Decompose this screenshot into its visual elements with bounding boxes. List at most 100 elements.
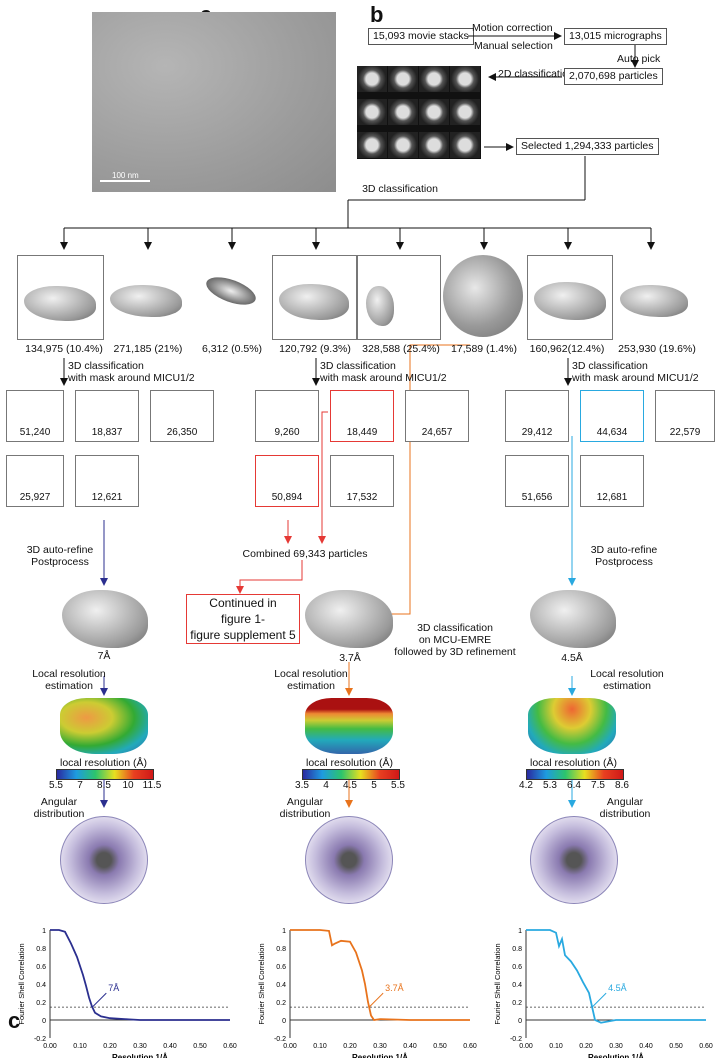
sub-class-right-5: 12,681 <box>580 455 644 507</box>
class-map-1 <box>17 255 104 340</box>
local-res-map-right <box>528 698 616 754</box>
angular-sphere-right <box>530 816 618 904</box>
y-tick-label: 0 <box>282 1018 286 1025</box>
x-tick-label: 0.10 <box>73 1043 87 1050</box>
y-tick-label: 0.6 <box>276 964 286 971</box>
continued-box: Continued in figure 1- figure supplement… <box>186 594 300 644</box>
class-map-7 <box>527 255 613 340</box>
class-map-2 <box>110 285 182 317</box>
angular-left-2: distribution <box>33 808 85 820</box>
local-res-mid-1: Local resolution <box>274 668 348 680</box>
y-axis-label: Fourier Shell Correlation <box>493 943 502 1024</box>
y-tick-label: -0.2 <box>510 1036 522 1043</box>
mcu-emre-text-3: followed by 3D refinement <box>394 646 516 658</box>
mask-text-left-2: with mask around MICU1/2 <box>68 372 195 384</box>
sub-class-mid-5: 17,532 <box>330 455 394 507</box>
y-tick-label: 0.6 <box>512 964 522 971</box>
x-tick-label: 0.30 <box>373 1043 387 1050</box>
resolution-annotation: 7Å <box>108 983 119 993</box>
x-tick-label: 0.00 <box>43 1043 57 1050</box>
x-tick-label: 0.30 <box>133 1043 147 1050</box>
y-axis-label: Fourier Shell Correlation <box>257 943 266 1024</box>
auto-pick-label: Auto pick <box>617 53 661 65</box>
y-tick-label: 1 <box>518 928 522 935</box>
cbar-title-mid: local resolution (Å) <box>306 757 393 769</box>
x-tick-label: 0.60 <box>699 1043 713 1050</box>
x-tick-label: 0.60 <box>223 1043 237 1050</box>
micrograph-image: 100 nm <box>92 12 336 192</box>
x-tick-label: 0.40 <box>403 1043 417 1050</box>
x-tick-label: 0.00 <box>519 1043 533 1050</box>
sub-class-mid-3: 24,657 <box>405 390 469 442</box>
particles-box: 2,070,698 particles <box>564 68 663 85</box>
sub-class-left-4: 25,927 <box>6 455 64 507</box>
local-res-right-1: Local resolution <box>590 668 664 680</box>
local-res-left-1: Local resolution <box>32 668 106 680</box>
panel-label-b: b <box>370 2 384 27</box>
class-label-1: 134,975 (10.4%) <box>25 343 103 355</box>
x-axis-label: Resolution 1/Å <box>588 1053 644 1058</box>
x-tick-label: 0.50 <box>193 1043 207 1050</box>
x-tick-label: 0.20 <box>103 1043 117 1050</box>
res-label-right: 4.5Å <box>561 652 583 664</box>
x-tick-label: 0.10 <box>549 1043 563 1050</box>
y-tick-label: 0.2 <box>276 1000 286 1007</box>
cbar-right <box>526 769 624 780</box>
mask-text-mid-1: 3D classification <box>320 360 396 372</box>
x-tick-label: 0.60 <box>463 1043 477 1050</box>
micrographs-box: 13,015 micrographs <box>564 28 667 45</box>
class-map-4 <box>272 255 357 340</box>
motion-correction-label: Motion correction <box>472 22 553 34</box>
y-tick-label: 0.2 <box>36 1000 46 1007</box>
y-tick-label: -0.2 <box>274 1036 286 1043</box>
y-tick-label: 0.2 <box>512 1000 522 1007</box>
sub-class-mid-1: 9,260 <box>255 390 319 442</box>
refine-label-right-1: 3D auto-refine <box>590 544 658 556</box>
2d-class-averages <box>357 66 481 159</box>
class-label-6: 17,589 (1.4%) <box>451 343 517 355</box>
y-tick-label: 1 <box>282 928 286 935</box>
y-tick-label: 0.8 <box>276 946 286 953</box>
sub-class-left-3: 26,350 <box>150 390 214 442</box>
mask-text-left-1: 3D classification <box>68 360 144 372</box>
local-res-mid-2: estimation <box>287 680 335 692</box>
annotation-pointer <box>91 992 107 1008</box>
cbar-title-right: local resolution (Å) <box>530 757 617 769</box>
final-map-right <box>530 590 616 648</box>
x-tick-label: 0.00 <box>283 1043 297 1050</box>
sub-class-right-4: 51,656 <box>505 455 569 507</box>
angular-mid-2: distribution <box>279 808 331 820</box>
scale-bar <box>100 180 150 182</box>
final-map-left <box>62 590 148 648</box>
class-label-4: 120,792 (9.3%) <box>279 343 351 355</box>
y-tick-label: 0.8 <box>36 946 46 953</box>
selected-particles-box: Selected 1,294,333 particles <box>516 138 659 155</box>
angular-sphere-left <box>60 816 148 904</box>
class-label-5: 328,588 (25.4%) <box>362 343 440 355</box>
class-label-7: 160,962(12.4%) <box>529 343 605 355</box>
sub-class-right-2: 44,634 <box>580 390 644 442</box>
class-label-8: 253,930 (19.6%) <box>618 343 696 355</box>
x-tick-label: 0.50 <box>433 1043 447 1050</box>
manual-selection-label: Manual selection <box>474 40 553 52</box>
class-map-6 <box>443 255 523 337</box>
class-map-5 <box>357 255 441 340</box>
panel-label-c: c <box>8 1008 21 1033</box>
annotation-pointer <box>368 992 384 1008</box>
x-tick-label: 0.40 <box>639 1043 653 1050</box>
mask-text-right-2: with mask around MICU1/2 <box>572 372 699 384</box>
annotation-pointer <box>591 992 607 1008</box>
final-map-mid <box>305 590 393 648</box>
y-tick-label: 0.4 <box>512 982 522 989</box>
refine-label-left-2: Postprocess <box>31 556 89 568</box>
x-axis-label: Resolution 1/Å <box>352 1053 408 1058</box>
cbar-title-left: local resolution (Å) <box>60 757 147 769</box>
resolution-annotation: 3.7Å <box>385 983 404 993</box>
mask-text-right-1: 3D classification <box>572 360 648 372</box>
y-tick-label: 0.6 <box>36 964 46 971</box>
